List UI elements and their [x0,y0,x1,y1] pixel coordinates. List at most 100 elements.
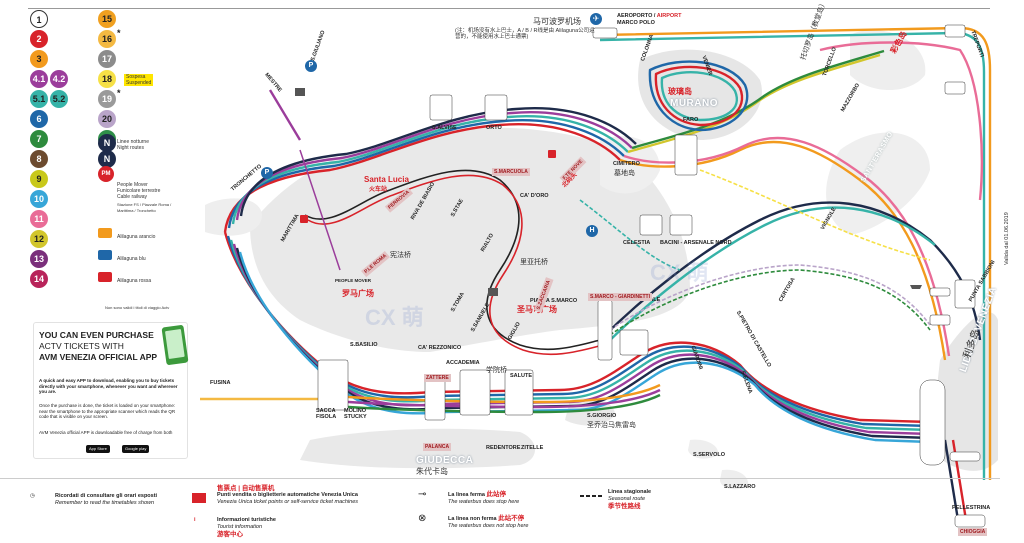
app-promo-box[interactable]: YOU CAN EVEN PURCHASE ACTV TICKETS WITH … [33,322,189,459]
redentore-label: REDENTORE [486,445,521,451]
route-badge-11: 11 [30,210,48,228]
promo-para-1: A quick and easy APP to download, enabli… [39,378,178,394]
promo-para-3: AVM Venezia official APP is downloadable… [39,430,173,435]
route-badge-12: 12 [30,230,48,248]
cemetery-label: CIMITERO [613,161,640,167]
s-servolo-island [688,439,719,459]
timetable-note: Ricordati di consultare gli orari espost… [55,493,158,506]
route-badge-8: 8 [30,150,48,168]
pellestrina-label: PELLESTRINA [952,505,991,511]
alilaguna-orange-icon [98,228,112,238]
cemetery-island [600,136,660,194]
zattere-stop[interactable]: ZATTERE [424,374,451,382]
promo-para-2: Once the purchase is done, the ticket is… [39,403,176,419]
seasonal-line-icon [580,495,602,497]
clock-icon: ◷ [30,493,35,499]
route-badge-18: 18 [98,70,116,88]
orto-label: ORTO [486,125,502,131]
promo-heading-3: AVM VENEZIA OFFICIAL APP [39,352,158,362]
santa-lucia-label: Santa Lucia [364,175,409,184]
route-badge-4-2: 4.2 [50,70,68,88]
airport-cn-label: 马可波罗机场 [533,17,581,26]
promo-heading-1: YOU CAN EVEN PURCHASE [39,330,154,340]
app-store-button[interactable]: App Store [86,445,110,453]
ticket-machine-icon [192,493,206,503]
watermark-right: CX 萌 [650,260,709,285]
promo-heading-2: ACTV TICKETS WITH [39,341,124,351]
zitelle-label: ZITELLE [521,445,544,451]
alilaguna-red-icon [98,272,112,282]
route-badge-N: N [98,150,116,168]
giudecca-label: GIUDECCA [416,455,474,466]
s-giorgio-cn-label: 圣乔治马焦雷岛 [587,422,636,429]
parking-icon: P [305,60,317,72]
stop-icon: ⊸ [418,489,427,500]
p-roma-cn-label: 罗马广场 [342,289,374,298]
salute-label: SALUTE [510,373,532,379]
route-badge-4-1: 4.1 [30,70,48,88]
rialto-cn-label: 里亚托桥 [520,259,548,266]
s-lazzaro-island [720,469,749,490]
cemetery-cn-label: 墓地岛 [614,170,635,177]
accademia-cn-label: 学院桥 [486,367,507,374]
sacca-fisola-label: SACCA FISOLA [316,408,337,420]
route-badge-1: 1 [30,10,48,28]
rialto-cn-label-west: 宪法桥 [390,252,411,259]
route-badge-2: 2 [30,30,48,48]
route-badge-13: 13 [30,250,48,268]
route-badge-6: 6 [30,110,48,128]
alilaguna-blue-label: Alilaguna blu [117,256,146,262]
route-badge-10: 10 [30,190,48,208]
s-giorgio-label: S.GIORGIO [587,413,617,419]
validity-date: Valida dal 01.06.2019 [1004,212,1010,265]
seasonal-legend: Linea stagionale Seasonal route 季节性路线 [608,489,652,510]
top-border-line [28,8,990,9]
burano-island [850,29,926,90]
accademia-label: ACCADEMIA [446,360,480,366]
faro-label: FARO [683,117,699,123]
palanca-stop[interactable]: PALANCA [423,443,452,451]
route-badge-20: 20 [98,110,116,128]
chioggia-stop[interactable]: CHIOGGIA [958,528,988,536]
fusina-label: FUSINA [210,380,231,386]
phone-icon [161,324,189,366]
santa-lucia-cn: 火车站 [369,187,388,193]
route-badge-15: 15 [98,10,116,28]
hospital-icon: H [586,225,598,237]
seasonal-star-icon: * [117,28,121,38]
no-stop-legend: La linea non ferma 此站不停 The waterbus doe… [448,515,529,529]
google-play-button[interactable]: Google play [122,445,150,453]
route-badge-16: 16 [98,30,116,48]
seasonal-star-icon: * [117,88,121,98]
alilaguna-blue-icon [98,250,112,260]
ticket-point-icon-2 [300,215,308,223]
giudecca-cn-label: 朱代卡岛 [416,467,448,476]
bacini-label: BACINI - ARSENALE NORD [660,240,732,246]
giudecca-island [300,428,535,469]
route-badge-7: 7 [30,130,48,148]
murano-label: MURANO [670,98,718,109]
people-mover-sub: Stazione FS / Piazzale Roma / Marittima … [117,202,172,213]
route-badge-5-2: 5.2 [50,90,68,108]
stop-legend: La linea ferma 此站停 The waterbus does sto… [448,491,520,505]
s-marcuola-stop[interactable]: S.MARCUOLA [492,168,530,176]
lido-island [930,312,998,471]
s-marco-giardinetti-stop[interactable]: S.MARCO - GIARDINETTI [588,293,652,301]
venice-main-island [250,127,690,352]
people-mover-map-label: PEOPLE MOVER [335,278,372,283]
route-badge-19: 19 [98,90,116,108]
ticket-point-icon [548,150,556,158]
people-mover-badge: PM [98,166,114,182]
route-badge-17: 17 [98,50,116,68]
route-badge-9: 9 [30,170,48,188]
san-marco-label: PIAZZA S.MARCO [530,298,578,304]
info-icon: i [194,517,196,523]
s-servolo-label: S.SERVOLO [693,452,725,458]
celestia-label: CELESTIA [623,240,651,246]
s-alvise-label: S.ALVISE [432,125,457,131]
airplane-icon: ✈ [590,13,602,25]
